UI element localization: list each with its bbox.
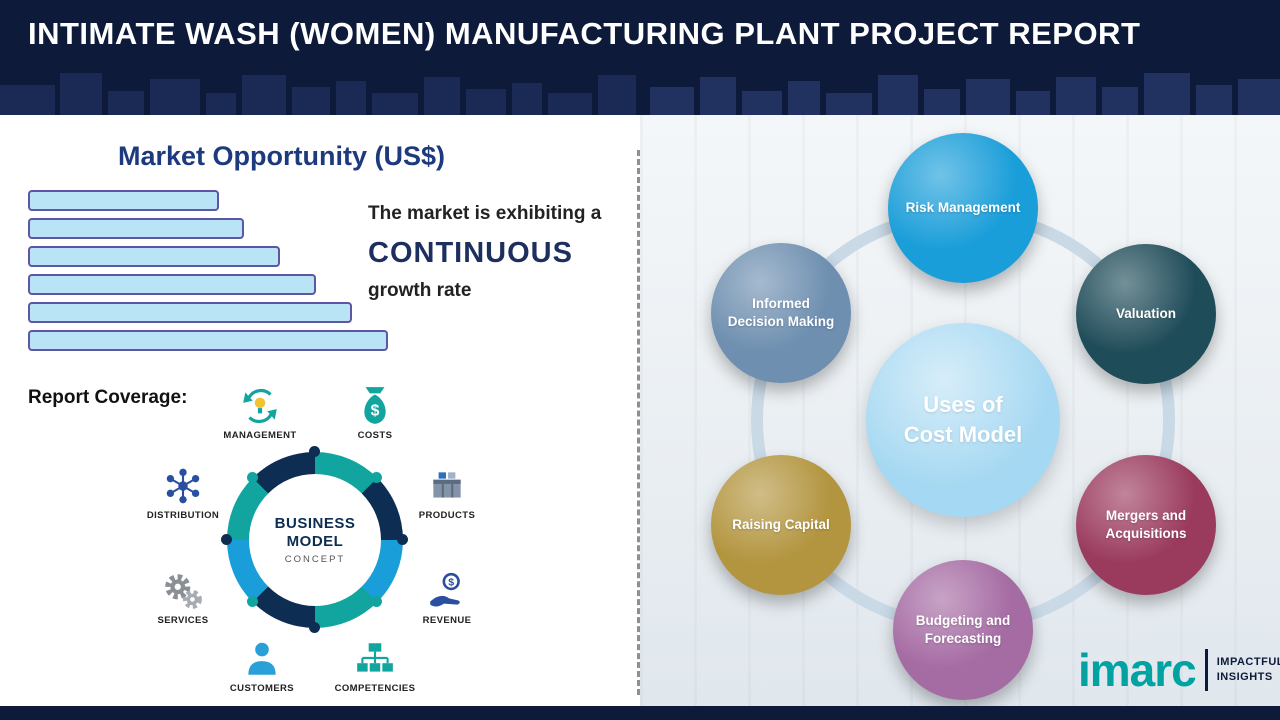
market-bar — [28, 302, 352, 323]
growth-line2: CONTINUOUS — [368, 237, 573, 269]
growth-text-block: The market is exhibiting a CONTINUOUS gr… — [368, 203, 633, 302]
svg-text:$: $ — [448, 577, 454, 589]
ring-node — [247, 596, 258, 607]
use-circle-informed-decision-making: Informed Decision Making — [711, 243, 851, 383]
use-circle-budgeting-forecasting: Budgeting and Forecasting — [893, 560, 1033, 700]
business-model-title-line3: CONCEPT — [284, 553, 346, 565]
coverage-label: DISTRIBUTION — [146, 510, 220, 521]
uses-of-cost-model-panel: Risk Management Valuation Mergers and Ac… — [640, 115, 1280, 706]
imarc-logo: imarc IMPACTFUL INSIGHTS — [1078, 647, 1280, 693]
coverage-item-costs: $ COSTS — [327, 385, 423, 441]
coverage-label: PRODUCTS — [418, 510, 476, 521]
imarc-logo-wordmark: imarc — [1078, 644, 1197, 696]
use-circle-label: Informed Decision Making — [727, 296, 835, 329]
use-circle-raising-capital: Raising Capital — [711, 455, 851, 595]
coverage-item-customers: CUSTOMERS — [214, 638, 310, 694]
coverage-item-competencies: COMPETENCIES — [327, 638, 423, 694]
footer-bar — [0, 706, 1280, 720]
market-bar-chart — [28, 190, 393, 358]
logo-tagline: IMPACTFUL INSIGHTS — [1217, 655, 1280, 685]
market-bar — [28, 218, 244, 239]
city-skyline-silhouette — [0, 73, 1280, 115]
coverage-item-services: SERVICES — [135, 570, 231, 626]
coverage-item-management: MANAGEMENT — [212, 385, 308, 441]
business-model-title-line2: MODEL — [286, 532, 344, 550]
ring-node — [221, 534, 232, 545]
person-icon — [248, 642, 276, 675]
coverage-label: SERVICES — [157, 615, 209, 626]
coverage-label: MANAGEMENT — [223, 430, 297, 441]
ring-node — [397, 534, 408, 545]
network-icon — [166, 468, 200, 504]
product-box-icon — [433, 472, 461, 498]
section-title: Market Opportunity (US$) — [118, 141, 446, 171]
market-bar — [28, 190, 219, 211]
page-title: INTIMATE WASH (WOMEN) MANUFACTURING PLAN… — [28, 16, 1141, 51]
logo-tagline-line1: IMPACTFUL — [1216, 656, 1280, 669]
dashed-divider — [637, 150, 640, 695]
org-chart-icon — [357, 643, 393, 672]
coverage-item-products: PRODUCTS — [399, 465, 495, 521]
ring-node — [247, 472, 258, 483]
hand-coin-icon: $ — [430, 572, 460, 607]
report-coverage-label: Report Coverage: — [28, 387, 188, 408]
coverage-label: COSTS — [357, 430, 393, 441]
growth-line1: The market is exhibiting a — [368, 203, 602, 224]
uses-center-line2: Cost Model — [903, 422, 1023, 447]
coverage-item-distribution: DISTRIBUTION — [135, 465, 231, 521]
coverage-label: COMPETENCIES — [334, 683, 416, 694]
use-circle-label: Valuation — [1115, 306, 1176, 322]
ring-node — [371, 596, 382, 607]
use-circle-label: Budgeting and Forecasting — [915, 613, 1011, 646]
gears-icon — [165, 574, 202, 609]
uses-center-line1: Uses of — [923, 392, 1003, 418]
coverage-label: REVENUE — [422, 615, 472, 626]
use-circle-mergers-acquisitions: Mergers and Acquisitions — [1076, 455, 1216, 595]
use-circle-label: Risk Management — [905, 200, 1021, 216]
market-opportunity-panel: Market Opportunity (US$) The market is e… — [0, 115, 640, 706]
use-circle-label: Mergers and Acquisitions — [1105, 508, 1187, 541]
ring-node — [309, 446, 320, 457]
svg-text:$: $ — [371, 402, 380, 419]
logo-tagline-line2: INSIGHTS — [1216, 671, 1273, 683]
coverage-item-revenue: $ REVENUE — [399, 570, 495, 626]
uses-center-circle: Uses of Cost Model — [866, 323, 1060, 517]
header-banner: INTIMATE WASH (WOMEN) MANUFACTURING PLAN… — [0, 0, 1280, 115]
market-bar — [28, 246, 280, 267]
coverage-label: CUSTOMERS — [229, 683, 295, 694]
logo-divider — [1204, 649, 1208, 691]
business-model-center: BUSINESS MODEL CONCEPT — [249, 474, 381, 606]
recycle-bulb-icon — [243, 389, 277, 423]
use-circle-label: Raising Capital — [732, 517, 830, 533]
use-circle-risk-management: Risk Management — [888, 133, 1038, 283]
use-circle-valuation: Valuation — [1076, 244, 1216, 384]
ring-node — [309, 622, 320, 633]
money-bag-icon: $ — [364, 387, 386, 424]
business-model-title-line1: BUSINESS — [274, 515, 356, 533]
market-bar — [28, 330, 388, 351]
growth-line3: growth rate — [368, 280, 472, 301]
market-bar — [28, 274, 316, 295]
ring-node — [371, 472, 382, 483]
